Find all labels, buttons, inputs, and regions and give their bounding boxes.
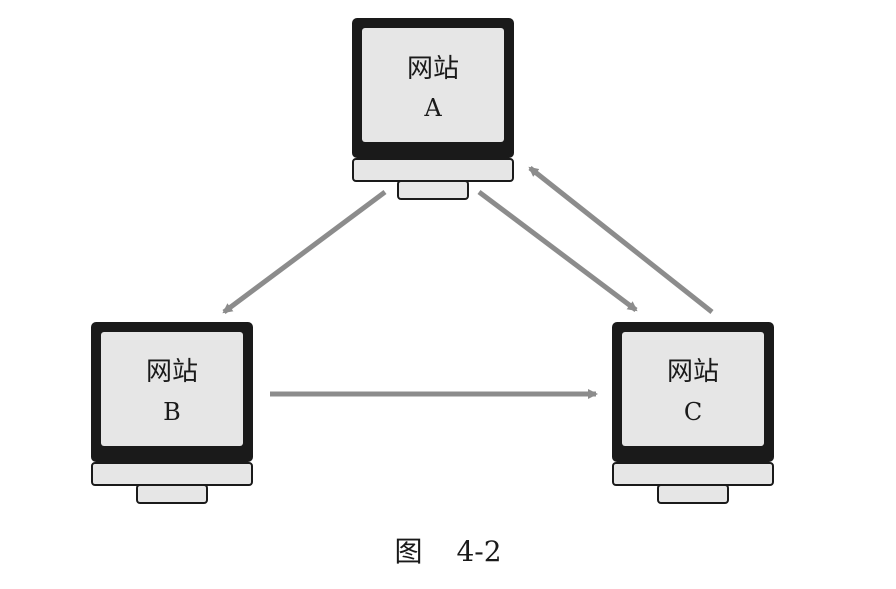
arrow-c-to-a [528, 166, 714, 314]
monitor-a-screen [362, 28, 504, 142]
monitor-a: 网站 A [352, 18, 514, 200]
monitor-c-stand [657, 484, 729, 504]
monitor-c-id: C [684, 398, 702, 426]
figure-caption-number: 4-2 [456, 535, 502, 568]
arrow-a-to-c [477, 190, 638, 312]
arrow-a-to-b [222, 189, 387, 315]
monitor-c-base-bar [612, 462, 774, 486]
monitor-c-screen [622, 332, 764, 446]
monitor-a-label: 网站 [407, 54, 459, 84]
monitor-c: 网站 C [612, 322, 774, 504]
figure-caption: 图 4-2 [0, 530, 896, 570]
monitor-a-id: A [423, 94, 442, 122]
monitor-b-screen [101, 332, 243, 446]
monitor-b-id: B [163, 398, 181, 426]
figure-caption-word: 图 [394, 535, 423, 568]
monitor-b: 网站 B [91, 322, 253, 504]
monitor-b-stand [136, 484, 208, 504]
monitor-a-stand [397, 180, 469, 200]
monitor-b-base-bar [91, 462, 253, 486]
monitor-a-base-bar [352, 158, 514, 182]
monitor-c-label: 网站 [667, 357, 719, 387]
monitor-b-label: 网站 [146, 357, 198, 387]
